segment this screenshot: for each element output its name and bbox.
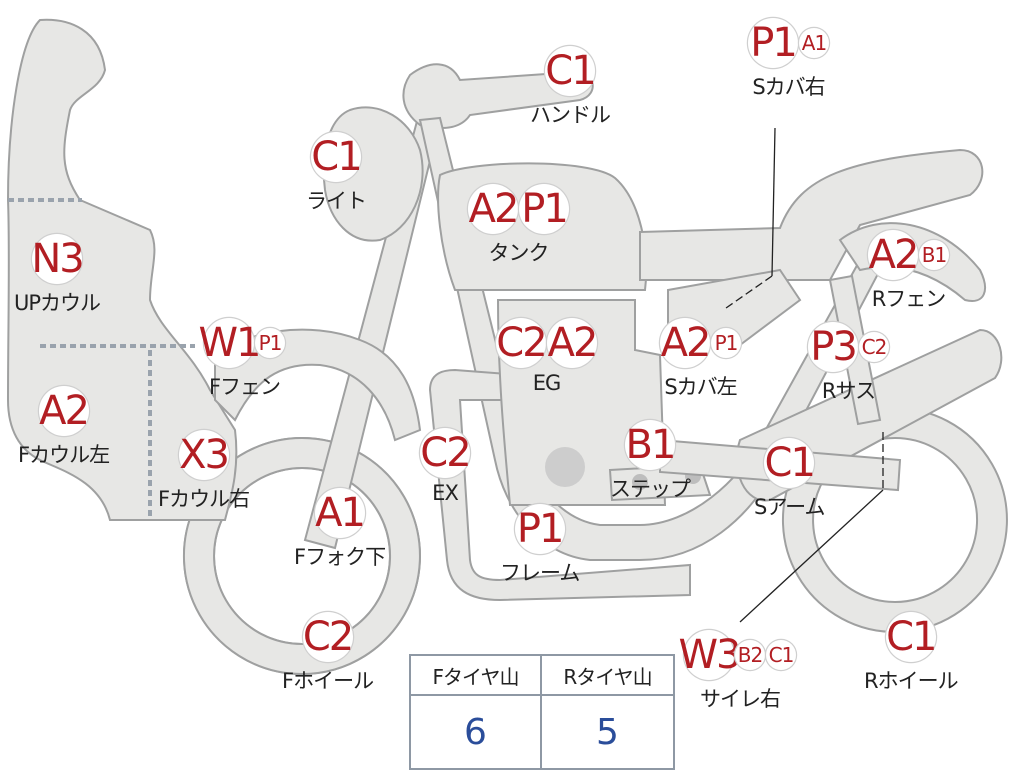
- damage-code: N3: [31, 234, 85, 284]
- part-name: Sカバ右: [752, 75, 825, 99]
- damage-code: B1: [625, 420, 676, 470]
- damage-code: A2: [38, 386, 90, 436]
- part-name: Fホイール: [282, 669, 374, 693]
- damage-subcode: B1: [919, 240, 949, 270]
- part-name: Rサス: [821, 379, 876, 403]
- part-name: Fフォク下: [294, 545, 386, 569]
- damage-code: X3: [178, 430, 230, 480]
- label-rear-fender: A2 B1 Rフェン: [868, 230, 949, 313]
- label-swing-arm: C1 Sアーム: [754, 438, 825, 521]
- part-name: フレーム: [500, 561, 580, 585]
- part-name: EX: [432, 481, 459, 505]
- label-front-cowl-left: A2 Fカウル左: [18, 386, 110, 469]
- label-step: B1 ステップ: [610, 420, 691, 503]
- label-side-cover-right: P1 A1 Sカバ右: [748, 18, 829, 101]
- leader-silencer: [739, 489, 884, 623]
- label-handle: C1 ハンドル: [530, 46, 611, 129]
- label-side-cover-left: A2 P1 Sカバ左: [660, 318, 741, 401]
- label-front-fork-lower: A1 Fフォク下: [294, 488, 386, 571]
- seat-shape: [639, 148, 984, 281]
- rear-tread-value: 5: [596, 711, 619, 753]
- damage-code: P1: [748, 18, 798, 68]
- label-front-fender: W1 P1 Fフェン: [198, 318, 285, 401]
- part-name: Sアーム: [754, 495, 825, 519]
- part-name: ステップ: [610, 477, 691, 501]
- label-exhaust: C2 EX: [420, 428, 472, 505]
- damage-code: P1: [514, 504, 565, 554]
- label-engine: C2 A2 EG: [496, 318, 598, 395]
- damage-code: C1: [764, 438, 816, 488]
- damage-subcode: C1: [766, 640, 796, 670]
- exhaust-shape: [428, 368, 691, 602]
- damage-code: A2: [468, 184, 519, 234]
- tire-tread-table: Fタイヤ山 Rタイヤ山 6 5: [409, 654, 675, 770]
- label-light: C1 ライト: [306, 132, 367, 215]
- damage-code: C2: [420, 428, 472, 478]
- part-name: Fカウル左: [18, 443, 110, 467]
- damage-code: A1: [314, 488, 366, 538]
- damage-subcode: B2: [735, 640, 765, 670]
- damage-subcode: P1: [711, 328, 741, 358]
- damage-subcode: C2: [859, 332, 889, 362]
- leader-side-cover-right-2: [725, 275, 773, 309]
- label-frame: P1 フレーム: [500, 504, 580, 587]
- rear-tread-header: Rタイヤ山: [542, 656, 673, 696]
- label-silencer-right: W3 B2 C1 サイレ右: [678, 630, 796, 713]
- damage-code: A2: [547, 318, 598, 368]
- damage-code: W1: [198, 318, 262, 368]
- damage-code: P3: [808, 322, 858, 372]
- label-front-cowl-right: X3 Fカウル右: [158, 430, 250, 513]
- damage-code: C2: [496, 318, 548, 368]
- part-name: EG: [532, 371, 562, 395]
- damage-code: C2: [302, 612, 354, 662]
- damage-code: C1: [885, 612, 937, 662]
- label-rear-suspension: P3 C2 Rサス: [808, 322, 889, 405]
- damage-code: A2: [660, 318, 711, 368]
- damage-code: C1: [545, 46, 597, 96]
- part-name: ハンドル: [530, 103, 611, 127]
- part-name: Fカウル右: [158, 487, 250, 511]
- label-rear-wheel: C1 Rホイール: [864, 612, 959, 695]
- part-name: Sカバ左: [664, 375, 737, 399]
- front-tread-header: Fタイヤ山: [411, 656, 542, 696]
- step-peg-left: [632, 474, 648, 490]
- label-tank: A2 P1 タンク: [468, 184, 569, 267]
- label-front-wheel: C2 Fホイール: [282, 612, 374, 695]
- damage-subcode: A1: [799, 28, 829, 58]
- leader-side-cover-right: [771, 127, 776, 277]
- part-name: Fフェン: [208, 375, 281, 399]
- engine-cover-circle: [545, 447, 585, 487]
- part-name: UPカウル: [14, 291, 101, 315]
- label-up-cowl: N3 UPカウル: [14, 234, 101, 317]
- damage-code: P1: [519, 184, 569, 234]
- part-name: ライト: [306, 189, 367, 213]
- part-name: サイレ右: [700, 687, 781, 711]
- damage-code: A2: [868, 230, 919, 280]
- front-tread-value: 6: [411, 696, 542, 768]
- damage-code: W3: [678, 630, 742, 680]
- damage-code: C1: [311, 132, 363, 182]
- part-name: タンク: [488, 241, 550, 265]
- damage-subcode: P1: [255, 328, 285, 358]
- part-name: Rホイール: [864, 669, 959, 693]
- part-name: Rフェン: [871, 287, 947, 311]
